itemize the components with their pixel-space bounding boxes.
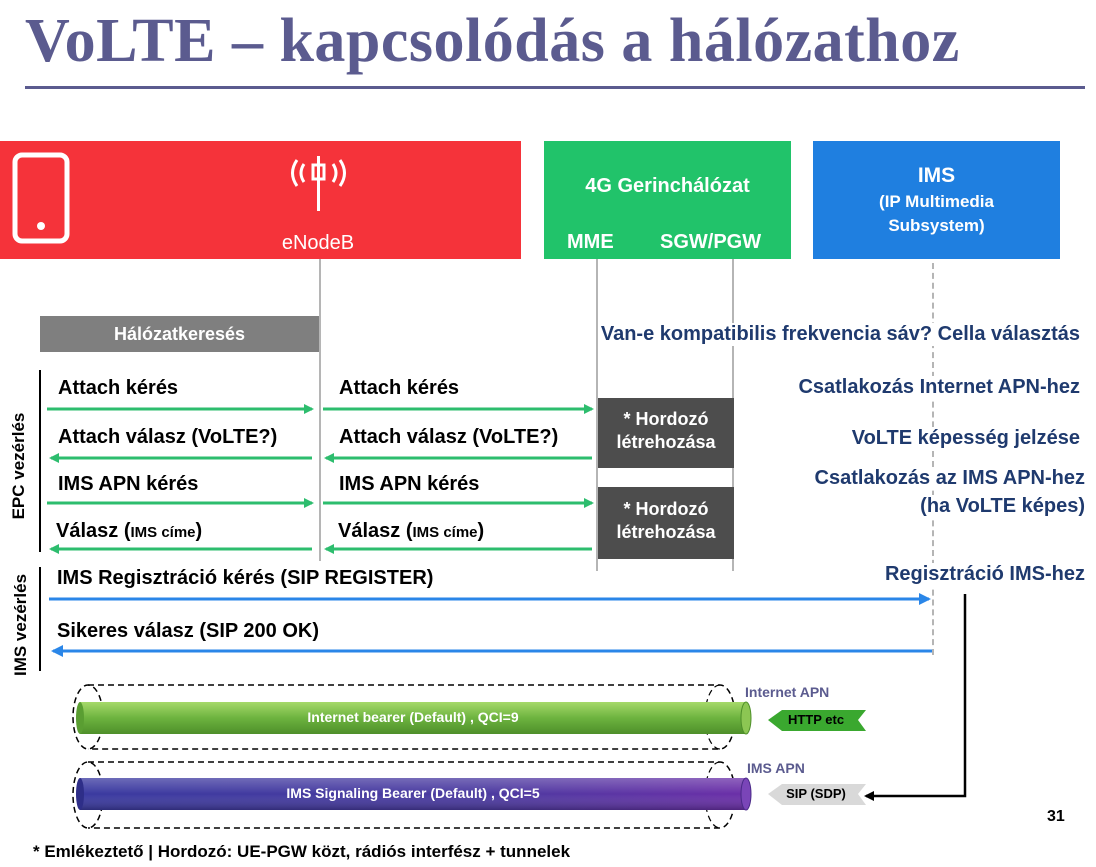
msg-attach-request-2: Attach kérés — [339, 377, 460, 399]
msg-ims-apn-request-1: IMS APN kérés — [58, 473, 199, 495]
bearer-creation-box-2: * Hordozó létrehozása — [598, 487, 734, 559]
mme-label: MME — [567, 231, 614, 253]
msg-attach-request-1: Attach kérés — [58, 377, 179, 399]
ims-bearer-label: IMS Signaling Bearer (Default) , QCI=5 — [286, 785, 540, 801]
epc-bracket — [39, 370, 41, 552]
bearer-creation-box-1: * Hordozó létrehozása — [598, 398, 734, 468]
ran-box — [0, 141, 521, 259]
http-tag: HTTP etc — [787, 712, 845, 727]
sgw-pgw-label: SGW/PGW — [660, 231, 762, 253]
title-underline — [25, 86, 1085, 89]
enodeb-lifeline — [319, 259, 321, 561]
note-ims-apn: Csatlakozás az IMS APN-hez — [814, 467, 1085, 490]
internet-apn-label: Internet APN — [745, 684, 830, 700]
network-search-bar: Hálózatkeresés — [40, 316, 319, 352]
core-box — [544, 141, 791, 259]
msg-ims-apn-request-2: IMS APN kérés — [339, 473, 480, 495]
internet-bearer-label: Internet bearer (Default) , QCI=9 — [307, 709, 519, 725]
note-if-volte: (ha VoLTE képes) — [920, 495, 1085, 518]
msg-attach-response-1: Attach válasz (VoLTE?) — [58, 426, 278, 448]
ims-control-label: IMS vezérlés — [11, 573, 30, 677]
note-volte-capability: VoLTE képesség jelzése — [851, 427, 1080, 450]
ims-apn-label: IMS APN — [747, 760, 805, 776]
msg-ims-ok: Sikeres válasz (SIP 200 OK) — [57, 620, 320, 642]
core-network-label: 4G Gerinchálózat — [585, 175, 750, 197]
page-number: 31 — [1047, 808, 1065, 825]
msg-attach-response-2: Attach válasz (VoLTE?) — [339, 426, 559, 448]
ims-subtitle-2: Subsystem) — [888, 216, 985, 235]
bearer-box-2-line2: létrehozása — [616, 522, 716, 542]
page-title: VoLTE – kapcsolódás a hálózathoz — [25, 7, 960, 75]
enodeb-label: eNodeB — [281, 232, 355, 254]
mme-lifeline — [596, 259, 598, 571]
bearer-box-1-line2: létrehozása — [616, 432, 716, 452]
footnote: * Emlékeztető | Hordozó: UE-PGW közt, rá… — [33, 842, 571, 861]
ims-subtitle-1: (IP Multimedia — [879, 192, 994, 211]
msg-response-2: Válasz (IMS címe) — [338, 520, 485, 542]
note-internet-apn: Csatlakozás Internet APN-hez — [798, 376, 1080, 399]
sip-tag: SIP (SDP) — [786, 786, 846, 801]
msg-ims-register: IMS Regisztráció kérés (SIP REGISTER) — [57, 567, 434, 589]
note-frequency: Van-e kompatibilis frekvencia sáv? Cella… — [600, 323, 1080, 346]
note-ims-registration: Regisztráció IMS-hez — [884, 563, 1085, 586]
bearer-box-1-line1: * Hordozó — [623, 409, 709, 429]
bearer-box-2-line1: * Hordozó — [623, 499, 709, 519]
epc-control-label: EPC vezérlés — [9, 412, 28, 520]
ims-label: IMS — [917, 164, 956, 187]
msg-response-1: Válasz (IMS címe) — [56, 520, 203, 542]
ims-lifeline — [932, 263, 934, 655]
ims-box — [813, 141, 1060, 259]
ims-bracket — [39, 567, 41, 671]
